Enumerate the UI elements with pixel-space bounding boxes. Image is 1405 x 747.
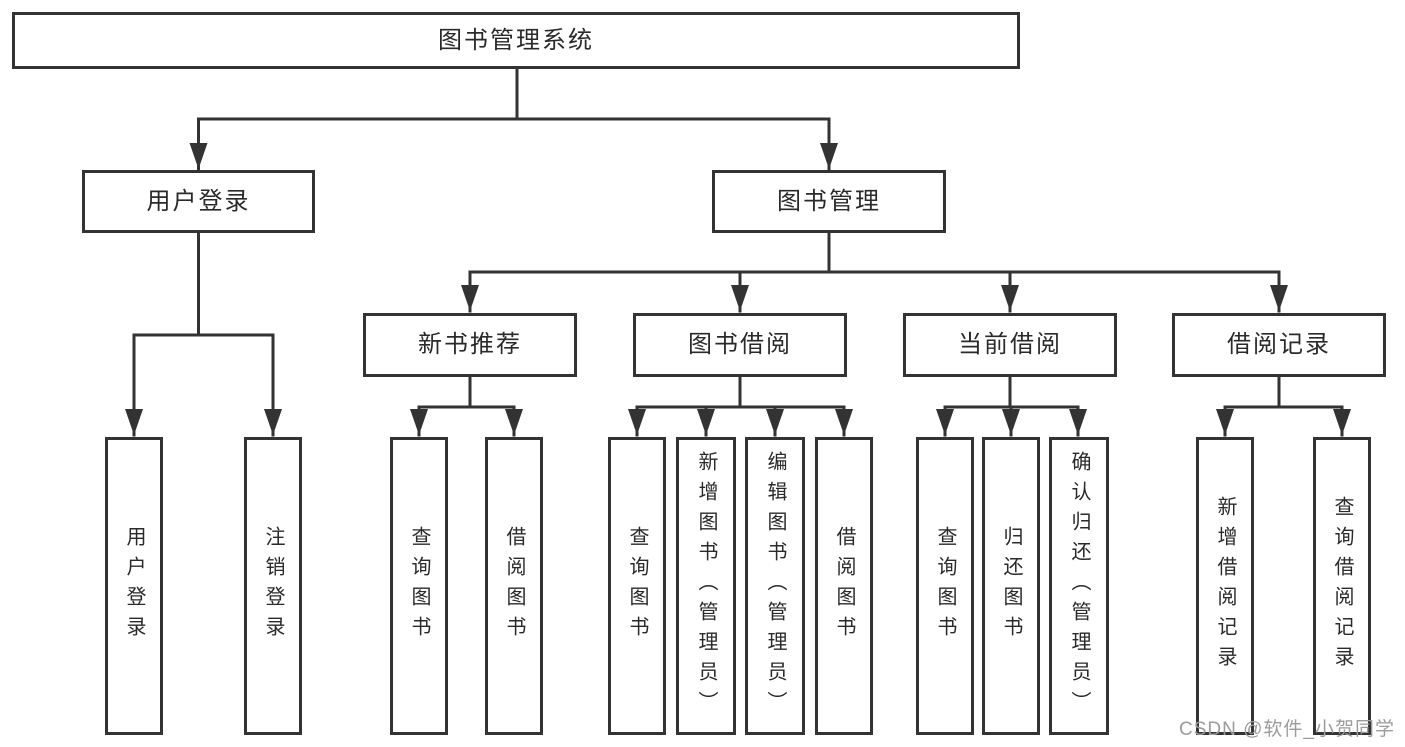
leaf-edit-books-admin: 编辑图书（管理员）	[745, 437, 805, 735]
leaf-add-books-admin: 新增图书（管理员）	[676, 437, 736, 735]
node-label: 新增借阅记录	[1214, 496, 1236, 676]
leaf-query-books-current: 查询图书	[916, 437, 974, 735]
node-current-borrow: 当前借阅	[903, 313, 1117, 377]
node-label: 图书借阅	[688, 331, 792, 358]
leaf-query-books-borrow: 查询图书	[608, 437, 666, 735]
node-label: 新增图书（管理员）	[695, 451, 717, 721]
node-new-book-recommend: 新书推荐	[363, 313, 577, 377]
node-label: 借阅记录	[1227, 331, 1331, 358]
leaf-user-login: 用户登录	[105, 437, 163, 735]
node-label: 查询图书	[408, 526, 430, 646]
watermark-text: CSDN @软件_小贺同学	[1179, 719, 1395, 740]
leaf-borrow-books-recommend: 借阅图书	[485, 437, 543, 735]
node-label: 图书管理系统	[438, 26, 594, 54]
node-label: 确认归还（管理员）	[1068, 451, 1090, 721]
node-label: 编辑图书（管理员）	[764, 451, 786, 721]
node-label: 用户登录	[146, 187, 251, 215]
node-label: 用户登录	[123, 526, 145, 646]
leaf-return-books: 归还图书	[982, 437, 1040, 735]
node-root: 图书管理系统	[12, 12, 1020, 69]
leaf-confirm-return-admin: 确认归还（管理员）	[1049, 437, 1109, 735]
node-borrow-records: 借阅记录	[1172, 313, 1386, 377]
leaf-borrow-books-borrow: 借阅图书	[815, 437, 873, 735]
node-label: 查询图书	[934, 526, 956, 646]
node-book-borrow: 图书借阅	[633, 313, 847, 377]
node-label: 归还图书	[1000, 526, 1022, 646]
node-label: 新书推荐	[418, 331, 522, 358]
node-label: 借阅图书	[833, 526, 855, 646]
leaf-query-books-recommend: 查询图书	[390, 437, 448, 735]
node-label: 当前借阅	[958, 331, 1062, 358]
leaf-add-borrow-record: 新增借阅记录	[1196, 437, 1254, 735]
node-label: 查询借阅记录	[1331, 496, 1353, 676]
node-label: 借阅图书	[503, 526, 525, 646]
node-book-management: 图书管理	[712, 170, 946, 233]
node-label: 查询图书	[626, 526, 648, 646]
node-label: 图书管理	[777, 187, 881, 215]
node-label: 注销登录	[262, 526, 284, 646]
leaf-logout: 注销登录	[244, 437, 302, 735]
node-user-login: 用户登录	[82, 170, 315, 233]
leaf-query-borrow-record: 查询借阅记录	[1313, 437, 1371, 735]
